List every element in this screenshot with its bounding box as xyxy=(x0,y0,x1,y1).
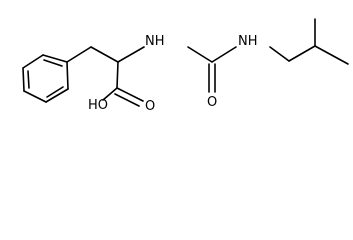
alpha-carboxyl-bond xyxy=(116,61,119,89)
ch-ch3-right-bond xyxy=(314,45,349,65)
benzyl-bond xyxy=(66,46,92,63)
ring-double-bond xyxy=(46,86,64,98)
ring-bond xyxy=(22,54,44,69)
nh-carbonyl-bond xyxy=(187,46,213,63)
ring-bond xyxy=(45,88,69,103)
ring-bond xyxy=(66,61,69,90)
urea-nh-label: NH xyxy=(238,34,258,49)
c-o-double-bond xyxy=(114,93,140,107)
acid-oxygen-label: O xyxy=(145,99,155,114)
ring-bond xyxy=(42,54,68,63)
molecule-diagram: NH NH O HO O xyxy=(22,18,349,114)
amine-nh-label: NH xyxy=(145,34,165,49)
carbonyl-oxygen-label: O xyxy=(207,95,217,110)
alpha-nh-bond xyxy=(117,46,145,63)
ring-bond xyxy=(23,90,47,103)
ring-bond xyxy=(22,67,25,92)
c-oh-bond xyxy=(102,87,118,101)
hydroxyl-label: HO xyxy=(88,98,108,113)
benzene-ring xyxy=(22,54,69,103)
carbonyl-nh-bond xyxy=(211,46,237,63)
ch2-ch-bond xyxy=(288,45,316,62)
nh-ch2-bond xyxy=(269,46,290,62)
ch2-alpha-bond xyxy=(90,46,119,63)
ring-double-bond xyxy=(27,70,30,89)
c-o-double-bond xyxy=(116,87,144,102)
ring-double-bond xyxy=(43,59,63,67)
